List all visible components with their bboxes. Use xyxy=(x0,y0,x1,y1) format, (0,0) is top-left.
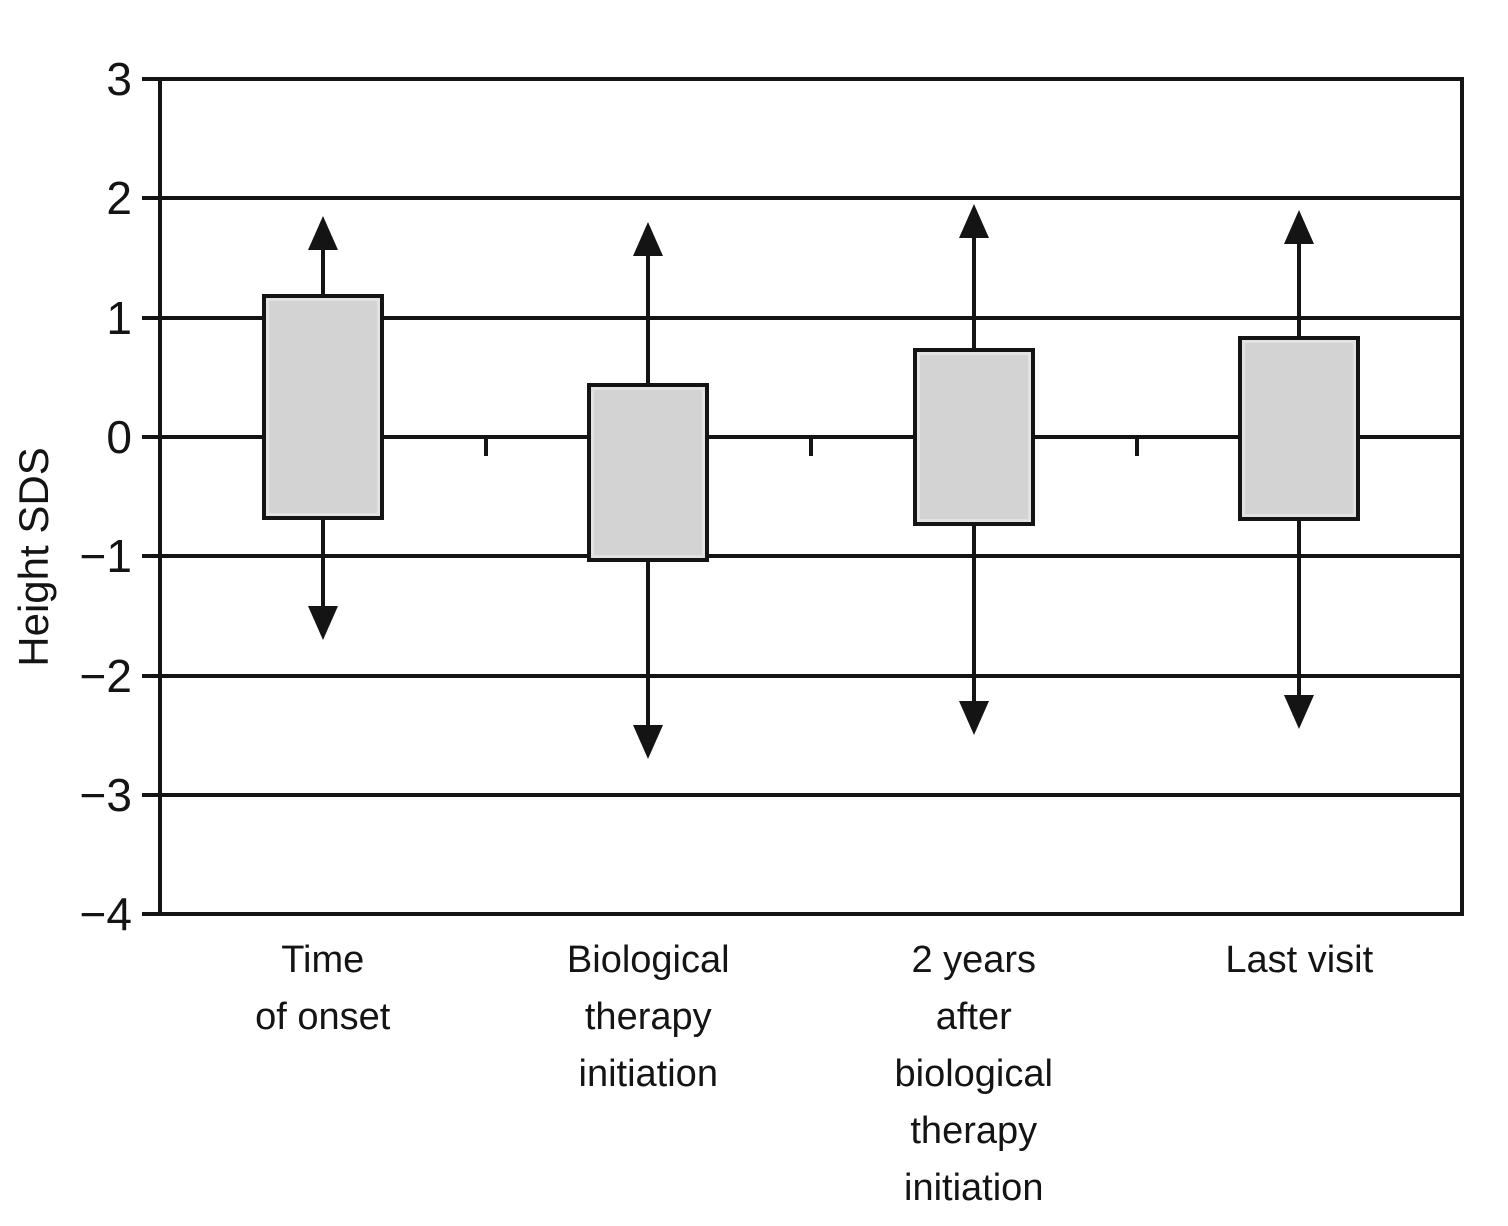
arrow-up-icon xyxy=(307,216,338,251)
category-label-line: therapy xyxy=(910,1110,1038,1152)
x-axis-tick xyxy=(809,439,813,456)
x-axis-tick xyxy=(1134,439,1139,456)
lower-whisker-line xyxy=(646,559,651,732)
upper-whisker-line xyxy=(320,244,325,297)
y-tick-label--3: −3 xyxy=(79,768,132,821)
y-tick-label--2: −2 xyxy=(79,649,132,702)
gridline--2 xyxy=(160,673,1462,678)
category-label-line: initiation xyxy=(904,1167,1044,1209)
category-label-3: 2 years after biological therapy initiation xyxy=(794,932,1154,1217)
arrow-down-icon xyxy=(307,605,338,640)
lower-whisker-line xyxy=(971,523,976,708)
y-axis-tick--2 xyxy=(142,673,160,678)
gridline-1 xyxy=(160,315,1462,320)
y-tick-label-0: 0 xyxy=(106,411,132,463)
category-label-line: Last visit xyxy=(1225,939,1374,981)
gridline-2 xyxy=(160,196,1462,201)
y-tick-label--1: −1 xyxy=(79,530,132,583)
y-tick-label-2: 2 xyxy=(106,172,132,225)
upper-whisker-line xyxy=(1297,238,1302,339)
category-label-line: therapy xyxy=(584,996,712,1038)
y-axis-tick-1 xyxy=(142,315,160,320)
y-tick-label-3: 3 xyxy=(106,53,132,106)
gridline--3 xyxy=(160,792,1462,797)
y-axis-tick-0 xyxy=(142,435,160,439)
category-label-line: Biological xyxy=(566,939,730,981)
y-axis-tick--1 xyxy=(142,554,160,559)
y-axis-tick-3 xyxy=(142,77,160,82)
gridline--1 xyxy=(160,554,1462,559)
box-4 xyxy=(1238,335,1361,521)
category-label-line: initiation xyxy=(578,1053,718,1095)
category-label-line: 2 years xyxy=(911,939,1037,981)
category-label-1: Time of onset xyxy=(143,932,503,1046)
box-2 xyxy=(587,383,710,563)
x-axis-tick xyxy=(483,439,488,456)
category-label-line: Time xyxy=(281,939,365,981)
category-label-line: biological xyxy=(894,1053,1053,1095)
lower-whisker-line xyxy=(1297,517,1302,702)
gridline-0 xyxy=(160,435,1462,439)
box-3 xyxy=(912,347,1035,527)
arrow-down-icon xyxy=(958,701,989,736)
y-tick-label-1: 1 xyxy=(106,291,132,344)
category-label-2: Biological therapy initiation xyxy=(468,932,828,1103)
plot-area-border xyxy=(158,77,1464,917)
box-1 xyxy=(261,293,384,521)
arrow-up-icon xyxy=(633,222,664,257)
category-label-line: of onset xyxy=(255,996,391,1038)
lower-whisker-line xyxy=(320,517,325,612)
arrow-down-icon xyxy=(1284,695,1315,730)
y-axis-tick--3 xyxy=(142,792,160,797)
category-label-line: after xyxy=(935,996,1012,1038)
category-label-4: Last visit xyxy=(1119,932,1479,989)
arrow-down-icon xyxy=(633,725,664,760)
y-axis-tick-2 xyxy=(142,196,160,201)
upper-whisker-line xyxy=(971,232,976,351)
upper-whisker-line xyxy=(646,250,651,387)
y-axis-tick--4 xyxy=(142,912,160,917)
arrow-up-icon xyxy=(1284,210,1315,245)
arrow-up-icon xyxy=(958,204,989,239)
y-tick-label--4: −4 xyxy=(79,888,132,941)
